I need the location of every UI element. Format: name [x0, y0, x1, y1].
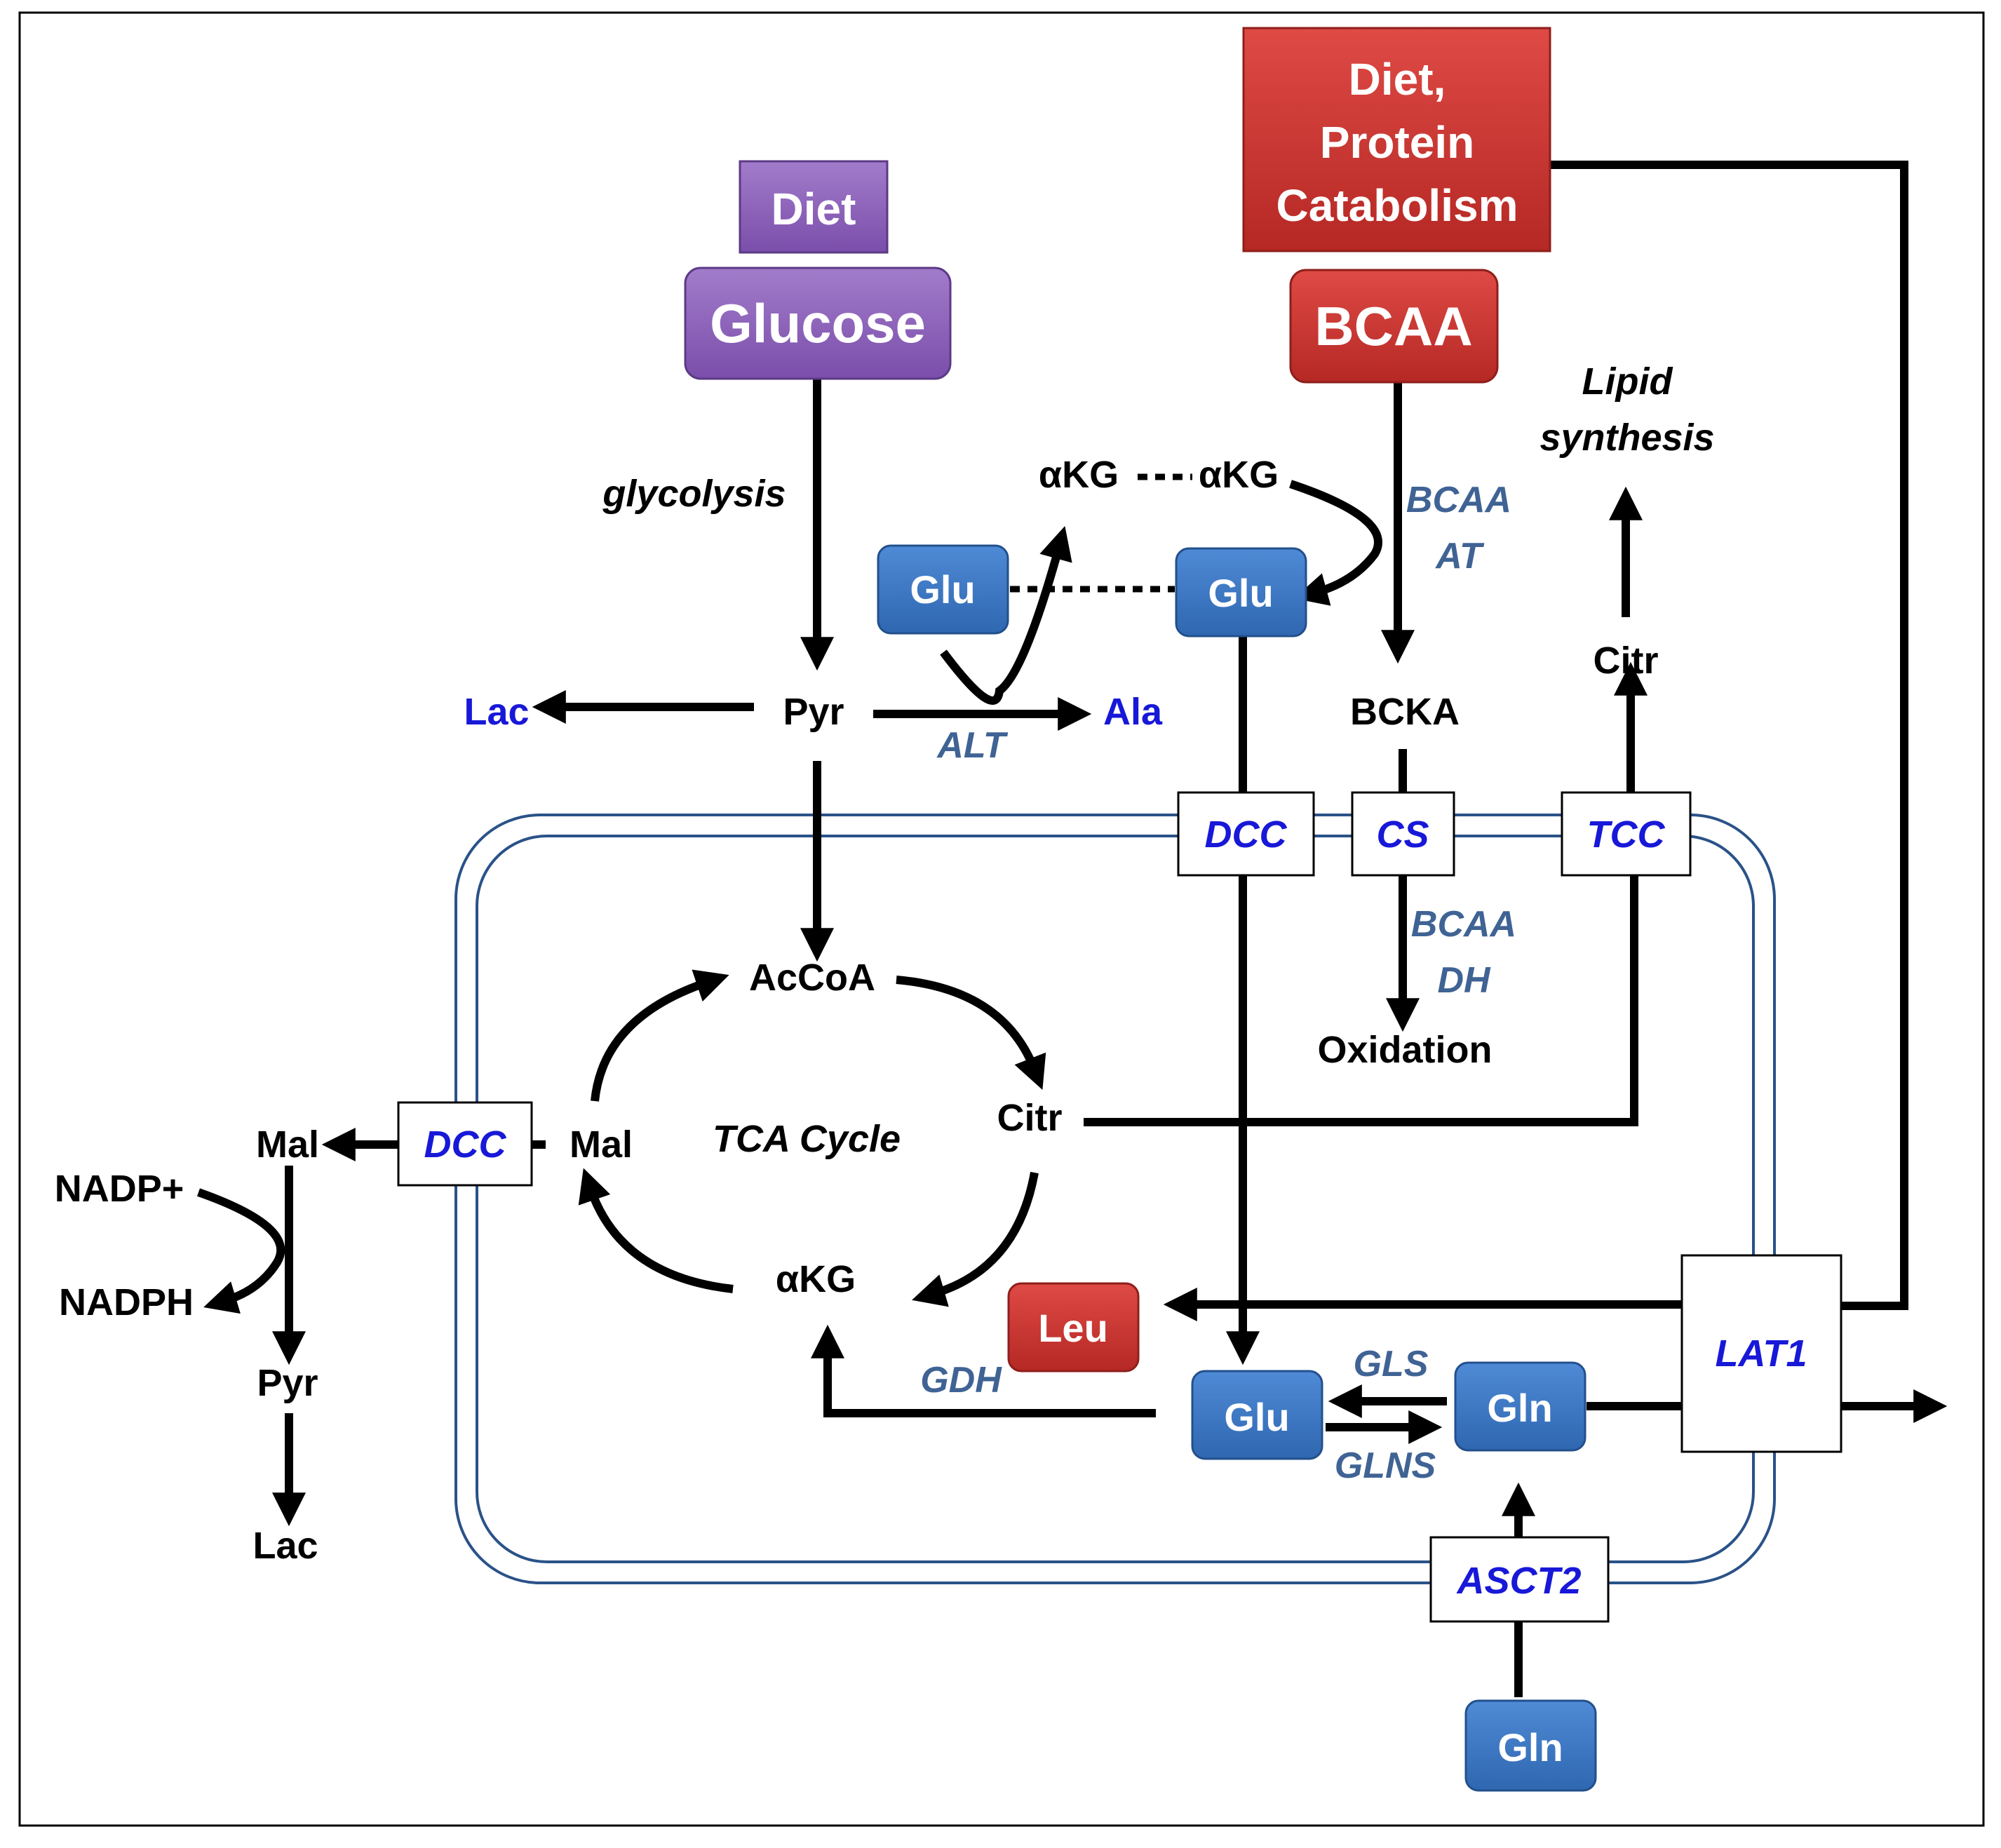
- cs-transporter: CS: [1351, 791, 1455, 877]
- alt-label: ALT: [936, 725, 1008, 766]
- gln-outside-box: Gln: [1464, 1699, 1597, 1792]
- lac-cyto-label: Lac: [252, 1525, 318, 1567]
- gln-outside-label: Gln: [1497, 1725, 1563, 1769]
- akg-mito-label: αKG: [776, 1258, 856, 1300]
- pyr-label: Pyr: [783, 691, 844, 733]
- nadp-label: NADP+: [55, 1168, 184, 1210]
- accoa-label: AcCoA: [749, 957, 875, 999]
- dcc-top-label: DCC: [1205, 814, 1288, 856]
- diet-glucose-label: Diet: [772, 184, 856, 234]
- bcaa-label: BCAA: [1314, 295, 1472, 357]
- mitochondrion-inner-membrane: [476, 835, 1755, 1563]
- gln-mito-label: Gln: [1487, 1386, 1552, 1430]
- gls-label: GLS: [1354, 1344, 1429, 1384]
- figure-frame: [18, 11, 1985, 1827]
- cs-label: CS: [1376, 814, 1429, 856]
- leu-box: Leu: [1007, 1282, 1140, 1372]
- asct2-label: ASCT2: [1455, 1560, 1581, 1602]
- nadph-label: NADPH: [59, 1281, 194, 1323]
- glns-label: GLNS: [1335, 1445, 1436, 1486]
- glu-right-label: Glu: [1208, 571, 1273, 615]
- bcaa-box: BCAA: [1289, 269, 1499, 384]
- glucose-box: Glucose: [684, 267, 952, 380]
- citr-top-label: Citr: [1594, 640, 1659, 682]
- gdh-arrow: [811, 1324, 1156, 1417]
- glu-left-label: Glu: [910, 567, 975, 612]
- diet-protein-label-line2: Protein: [1320, 117, 1474, 168]
- bcaa-dh-label-line2: DH: [1437, 960, 1491, 1001]
- lat1-transporter: LAT1: [1680, 1254, 1842, 1453]
- lipid-synthesis-label-line2: synthesis: [1540, 417, 1714, 459]
- oxidation-label: Oxidation: [1317, 1029, 1492, 1071]
- mal-cyto-label: Mal: [256, 1124, 319, 1166]
- diet-protein-catabolism-box: Diet, Protein Catabolism: [1242, 27, 1551, 252]
- tca-arc-mal-to-accoa: [591, 969, 729, 1102]
- nadp-to-nadph-curve: [197, 1188, 285, 1314]
- diet-protein-label-line3: Catabolism: [1276, 180, 1518, 231]
- ala-label: Ala: [1103, 691, 1163, 733]
- diet-glucose-box: Diet: [739, 160, 889, 254]
- lac-label: Lac: [464, 691, 529, 733]
- citr-to-tcc-line: [1084, 875, 1638, 1126]
- akg-left-label: αKG: [1039, 454, 1119, 496]
- dcc-top-transporter: DCC: [1177, 791, 1315, 877]
- dcc-left-transporter: DCC: [397, 1101, 533, 1187]
- tcc-transporter: TCC: [1561, 791, 1692, 877]
- bcaa-dh-label-line1: BCAA: [1411, 904, 1516, 945]
- mitochondrion-outer-membrane: [454, 814, 1776, 1584]
- gln-mito-box: Gln: [1454, 1361, 1586, 1452]
- bcaa-at-label-line2: AT: [1434, 536, 1485, 576]
- glu-right-box: Glu: [1175, 547, 1307, 638]
- diet-protein-to-lat1-line: [1550, 161, 1908, 1310]
- glycolysis-label: glycolysis: [602, 473, 786, 515]
- mal-mito-label: Mal: [570, 1124, 633, 1166]
- glu-mito-label: Glu: [1224, 1395, 1289, 1439]
- glucose-label: Glucose: [710, 292, 926, 354]
- tca-arc-citr-to-akg: [912, 1171, 1039, 1307]
- asct2-transporter: ASCT2: [1429, 1536, 1610, 1623]
- tcc-label: TCC: [1587, 814, 1666, 856]
- dcc-left-label: DCC: [424, 1124, 507, 1166]
- lipid-synthesis-label-line1: Lipid: [1582, 360, 1673, 403]
- bcka-label: BCKA: [1350, 691, 1460, 733]
- alt-glu-to-akg-curve: [940, 525, 1072, 705]
- diet-protein-label-line1: Diet,: [1349, 54, 1446, 104]
- gdh-label: GDH: [920, 1360, 1002, 1401]
- lat1-label: LAT1: [1716, 1333, 1807, 1375]
- citr-mito-label: Citr: [997, 1097, 1063, 1139]
- akg-to-glu-curve: [1289, 480, 1382, 606]
- tca-arc-accoa-to-citr: [896, 976, 1046, 1091]
- bcaa-at-label-line1: BCAA: [1406, 480, 1511, 520]
- akg-right-label: αKG: [1199, 454, 1279, 496]
- tca-cycle-label: TCA Cycle: [713, 1118, 901, 1160]
- pyr-cyto-label: Pyr: [257, 1362, 318, 1404]
- leu-label: Leu: [1038, 1306, 1108, 1350]
- glu-left-box: Glu: [877, 544, 1009, 635]
- glu-mito-box: Glu: [1191, 1370, 1323, 1460]
- tca-arc-akg-to-mal: [578, 1168, 734, 1293]
